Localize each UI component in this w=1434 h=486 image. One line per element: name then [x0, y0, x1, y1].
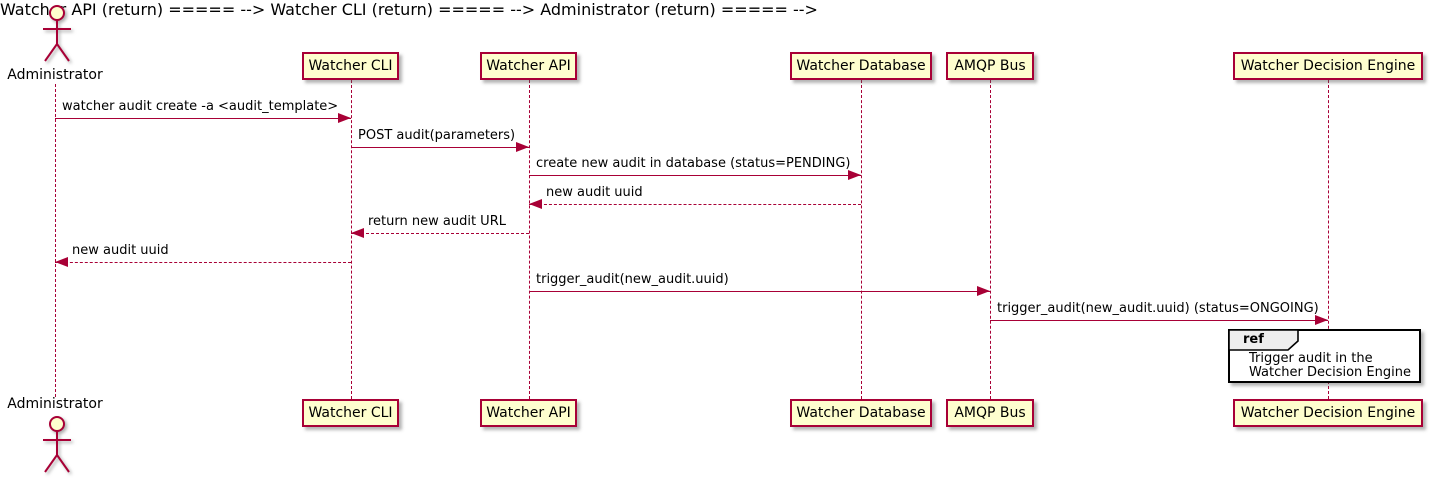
arrowhead-right-icon [1315, 315, 1328, 325]
message-label: trigger_audit(new_audit.uuid) [536, 272, 729, 287]
arrowhead-right-icon [516, 142, 529, 152]
ref-text-line-1: Trigger audit in the [1249, 351, 1373, 366]
lifeline-watcher-database [861, 80, 862, 399]
lifeline-amqp-bus [990, 80, 991, 399]
lifeline-watcher-api [529, 80, 530, 399]
message-line [351, 147, 529, 148]
lifeline-watcher-cli [351, 80, 352, 399]
ref-label-pentagon-icon [1228, 329, 1299, 351]
arrowhead-left-icon [529, 199, 542, 209]
message-label: POST audit(parameters) [358, 128, 516, 143]
lifeline-watcher-decision-engine [1328, 80, 1329, 399]
message-line [529, 175, 861, 176]
message-line [55, 262, 351, 263]
participant-watcher-decision-engine-bottom: Watcher Decision Engine [1233, 399, 1423, 427]
participant-label: Watcher Decision Engine [1240, 405, 1416, 421]
message-line [55, 118, 351, 119]
message-label: new audit uuid [546, 185, 643, 200]
message-label: watcher audit create -a <audit_template> [62, 99, 339, 114]
participant-label: AMQP Bus [954, 58, 1026, 74]
participant-watcher-api-bottom: Watcher API [480, 399, 577, 427]
participant-amqp-bus-top: AMQP Bus [946, 52, 1034, 80]
message-line [990, 320, 1328, 321]
message-line [529, 291, 990, 292]
arrowhead-right-icon [848, 170, 861, 180]
lifeline-administrator [55, 84, 56, 397]
ref-text-line-2: Watcher Decision Engine [1249, 365, 1411, 380]
participant-label: Watcher CLI [308, 405, 393, 421]
actor-icon [43, 5, 71, 62]
participant-label: AMQP Bus [954, 405, 1026, 421]
participant-watcher-cli-top: Watcher CLI [302, 52, 399, 80]
arrowhead-left-icon [351, 228, 364, 238]
message-label: create new audit in database (status=PEN… [536, 156, 851, 171]
message-label: new audit uuid [72, 243, 169, 258]
actor-label: Administrator [7, 67, 103, 83]
participant-amqp-bus-bottom: AMQP Bus [946, 399, 1034, 427]
participant-label: Watcher Decision Engine [1240, 58, 1416, 74]
participant-watcher-database-bottom: Watcher Database [790, 399, 932, 427]
participant-label: Watcher API [486, 405, 571, 421]
arrowhead-right-icon [977, 286, 990, 296]
participant-label: Watcher API [486, 58, 571, 74]
participant-watcher-cli-bottom: Watcher CLI [302, 399, 399, 427]
participant-watcher-decision-engine-top: Watcher Decision Engine [1233, 52, 1423, 80]
participant-watcher-database-top: Watcher Database [790, 52, 932, 80]
message-label: trigger_audit(new_audit.uuid) (status=ON… [997, 301, 1319, 316]
actor-label-bottom: Administrator [7, 396, 103, 412]
message-line [351, 233, 529, 234]
message-label: return new audit URL [368, 214, 506, 229]
ref-keyword: ref [1243, 332, 1264, 347]
message-line [529, 204, 861, 205]
participant-label: Watcher CLI [308, 58, 393, 74]
participant-label: Watcher Database [796, 58, 926, 74]
participant-watcher-api-top: Watcher API [480, 52, 577, 80]
ref-fragment: ref Trigger audit in the Watcher Decisio… [1228, 329, 1421, 383]
actor-icon-bottom [43, 416, 71, 473]
arrowhead-right-icon [338, 113, 351, 123]
arrowhead-left-icon [55, 257, 68, 267]
participant-label: Watcher Database [796, 405, 926, 421]
